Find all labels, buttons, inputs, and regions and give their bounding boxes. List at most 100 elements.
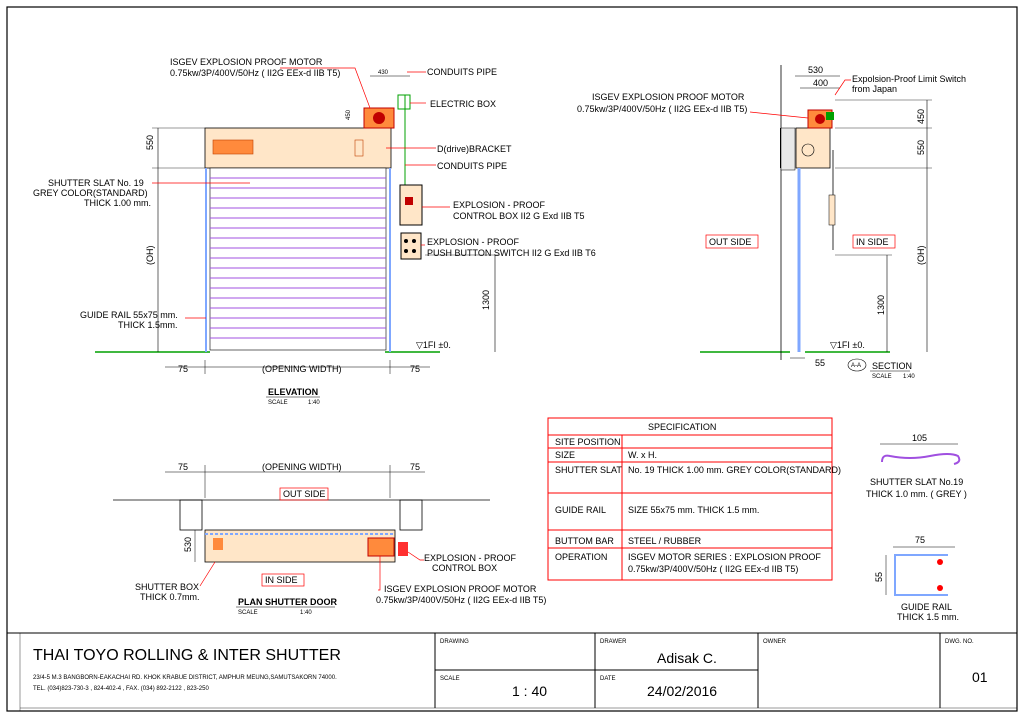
plan-dim-75-left: 75 bbox=[178, 462, 188, 472]
elev-dim-450: 450 bbox=[346, 109, 352, 120]
plan-dim-opening: (OPENING WIDTH) bbox=[262, 462, 342, 472]
spec-row-value: ISGEV MOTOR SERIES : EXPLOSION PROOF bbox=[628, 552, 821, 562]
sec-out-side: OUT SIDE bbox=[709, 237, 751, 247]
elev-dim-oh: (OH) bbox=[145, 246, 155, 266]
sec-scale-label: SCALE bbox=[872, 374, 892, 380]
elev-slat-label-1: SHUTTER SLAT No. 19 bbox=[48, 178, 144, 188]
sec-dim-55: 55 bbox=[815, 358, 825, 368]
company-name: THAI TOYO ROLLING & INTER SHUTTER bbox=[33, 647, 341, 664]
spec-row-value: No. 19 THICK 1.00 mm. GREY COLOR(STANDAR… bbox=[628, 465, 841, 475]
elev-dim-75-right: 75 bbox=[410, 364, 420, 374]
elev-slat-label-3: THICK 1.00 mm. bbox=[84, 198, 151, 208]
elev-push-button-2: PUSH BUTTON SWITCH II2 G Exd IIB T6 bbox=[427, 248, 596, 258]
plan-view: 75 (OPENING WIDTH) 75 OUT SIDE 530 IN SI… bbox=[113, 462, 546, 616]
title-block: THAI TOYO ROLLING & INTER SHUTTER 23/4-5… bbox=[7, 632, 1017, 711]
elev-push-button-1: EXPLOSION - PROOF bbox=[427, 237, 520, 247]
spec-row-value: W. x H. bbox=[628, 450, 657, 460]
electric-box bbox=[397, 94, 411, 110]
sec-dim-400: 400 bbox=[813, 78, 828, 88]
elev-floor-level: ▽1FI ±0. bbox=[416, 340, 451, 350]
sec-limit-switch-1: Expolsion-Proof Limit Switch bbox=[852, 74, 966, 84]
sec-in-side: IN SIDE bbox=[856, 237, 889, 247]
elev-control-box-1: EXPLOSION - PROOF bbox=[453, 200, 546, 210]
guide-detail-dim-55: 55 bbox=[874, 572, 884, 582]
shutter-curtain bbox=[209, 167, 387, 351]
specification-table: SPECIFICATION SITE POSITION SIZE W. x H.… bbox=[547, 417, 841, 581]
elev-electric-box: ELECTRIC BOX bbox=[430, 99, 496, 109]
date-value: 24/02/2016 bbox=[647, 683, 717, 699]
elev-conduits-pipe-bottom: CONDUITS PIPE bbox=[437, 161, 507, 171]
section-view: 530 400 450 550 (OH) 1300 ▽1FI ±0. 55 Ex… bbox=[577, 65, 966, 380]
section-wall-block bbox=[780, 127, 796, 171]
spec-row-label: BUTTOM BAR bbox=[555, 536, 614, 546]
sec-marker: A-A bbox=[851, 363, 861, 369]
elevation-view: 550 (OH) 1300 450 430 ▽1FI ±0. 75 (OPENI… bbox=[33, 57, 596, 406]
sec-dim-450: 450 bbox=[916, 109, 926, 124]
elev-guide-rail-1: GUIDE RAIL 55x75 mm. bbox=[80, 310, 178, 320]
slat-detail-label-2: THICK 1.0 mm. ( GREY ) bbox=[866, 489, 967, 499]
sec-motor-label-1: ISGEV EXPLOSION PROOF MOTOR bbox=[592, 92, 745, 102]
elev-dim-430: 430 bbox=[378, 70, 389, 76]
sec-dim-550: 550 bbox=[916, 140, 926, 155]
plan-control-box-2: CONTROL BOX bbox=[432, 563, 497, 573]
elev-motor-label-2: 0.75kw/3P/400V/50Hz ( II2G EEx-d IIB T5) bbox=[170, 68, 340, 78]
spec-row-label: SIZE bbox=[555, 450, 575, 460]
date-label: DATE bbox=[600, 676, 616, 682]
plan-shutter-box bbox=[204, 529, 396, 563]
plan-control-box-1: EXPLOSION - PROOF bbox=[424, 553, 517, 563]
spec-row-value-2: 0.75kw/3P/400V/50Hz ( II2G EEx-d IIB T5) bbox=[628, 564, 798, 574]
spec-row-label: GUIDE RAIL bbox=[555, 505, 606, 515]
elev-scale-label: SCALE bbox=[268, 400, 288, 406]
drawing-label: DRAWING bbox=[440, 639, 469, 645]
dwg-label: DWG. NO. bbox=[945, 639, 974, 645]
spec-title: SPECIFICATION bbox=[648, 422, 716, 432]
elevation-push-button bbox=[400, 232, 422, 260]
slat-detail: 105 SHUTTER SLAT No.19 THICK 1.0 mm. ( G… bbox=[866, 433, 967, 499]
sec-motor-label-2: 0.75kw/3P/400V/50Hz ( II2G EEx-d IIB T5) bbox=[577, 104, 747, 114]
sec-dim-1300: 1300 bbox=[876, 295, 886, 315]
scale-value: 1 : 40 bbox=[512, 683, 547, 699]
section-shutter-box bbox=[795, 127, 831, 169]
plan-scale-value: 1:40 bbox=[300, 610, 312, 616]
plan-scale-label: SCALE bbox=[238, 610, 258, 616]
elev-dim-550: 550 bbox=[145, 135, 155, 150]
slat-detail-dim: 105 bbox=[912, 433, 927, 443]
plan-control-box bbox=[398, 542, 408, 556]
elev-dim-1300: 1300 bbox=[481, 290, 491, 310]
drawer-label: DRAWER bbox=[600, 639, 627, 645]
owner-label: OWNER bbox=[763, 639, 787, 645]
company-phone: TEL. (034)823-730-3 , 824-402-4 , FAX. (… bbox=[33, 686, 209, 692]
sec-limit-switch-2: from Japan bbox=[852, 84, 897, 94]
plan-motor bbox=[367, 537, 395, 557]
elev-conduits-pipe-top: CONDUITS PIPE bbox=[427, 67, 497, 77]
slat-detail-label-1: SHUTTER SLAT No.19 bbox=[870, 477, 963, 487]
scale-label: SCALE bbox=[440, 676, 460, 682]
spec-row-value: SIZE 55x75 mm. THICK 1.5 mm. bbox=[628, 505, 759, 515]
sec-title: SECTION bbox=[872, 361, 912, 371]
guide-detail-dim-75: 75 bbox=[915, 535, 925, 545]
sec-dim-530: 530 bbox=[808, 65, 823, 75]
plan-shutter-box-1: SHUTTER BOX bbox=[135, 582, 199, 592]
elev-slat-label-2: GREY COLOR(STANDARD) bbox=[33, 188, 148, 198]
plan-dim-75-right: 75 bbox=[410, 462, 420, 472]
elev-dim-opening: (OPENING WIDTH) bbox=[262, 364, 342, 374]
plan-in-side: IN SIDE bbox=[265, 575, 298, 585]
guide-rail-detail: 75 55 GUIDE RAIL THICK 1.5 mm. bbox=[874, 535, 959, 622]
plan-motor-label-1: ISGEV EXPLOSION PROOF MOTOR bbox=[384, 584, 537, 594]
company-address: 23/4-5 M.3 BANGBORN-EAKACHAI RD. KHOK KR… bbox=[33, 675, 337, 681]
spec-row-value: STEEL / RUBBER bbox=[628, 536, 702, 546]
plan-shutter-box-2: THICK 0.7mm. bbox=[140, 592, 200, 602]
elev-dim-75-left: 75 bbox=[178, 364, 188, 374]
sec-floor-level: ▽1FI ±0. bbox=[830, 340, 865, 350]
guide-detail-label-2: THICK 1.5 mm. bbox=[897, 612, 959, 622]
sec-dim-oh: (OH) bbox=[916, 246, 926, 266]
elev-title: ELEVATION bbox=[268, 387, 318, 397]
spec-row-label: SITE POSITION bbox=[555, 437, 621, 447]
elev-d-bracket: D(drive)BRACKET bbox=[437, 144, 512, 154]
spec-row-label: SHUTTER SLAT bbox=[555, 465, 622, 475]
plan-title: PLAN SHUTTER DOOR bbox=[238, 597, 338, 607]
spec-row-label: OPERATION bbox=[555, 552, 607, 562]
dwg-value: 01 bbox=[972, 669, 988, 685]
elev-guide-rail-2: THICK 1.5mm. bbox=[118, 320, 178, 330]
